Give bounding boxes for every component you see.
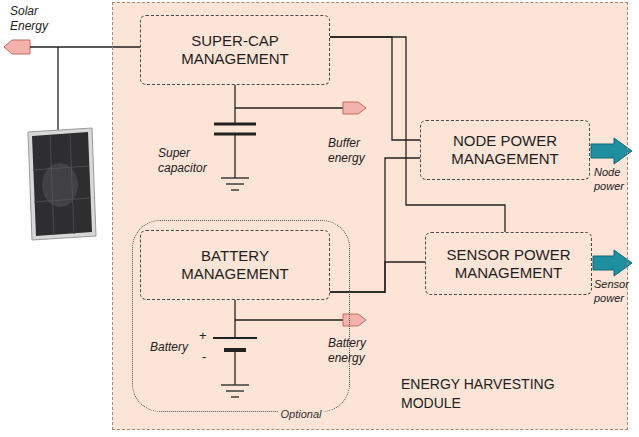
label-holder: Super capacitor xyxy=(158,146,216,176)
polarity-mark: - xyxy=(202,349,214,365)
label-holder: Sensor power xyxy=(594,278,638,306)
module-frame: ENERGY HARVESTING MODULE SUPER-CAP MANAGE… xyxy=(112,2,628,430)
polarity-mark: + xyxy=(199,328,211,344)
label-holder: Node power xyxy=(594,166,638,194)
battery-tag xyxy=(343,314,366,326)
solar-wire xyxy=(30,46,140,47)
region-label: Optional xyxy=(278,408,325,420)
process-box: NODE POWER MANAGEMENT xyxy=(420,120,590,180)
box-title: BATTERY MANAGEMENT xyxy=(151,247,319,283)
output-label: Buffer energy xyxy=(328,136,376,166)
panel-glare xyxy=(42,163,78,207)
label-holder: Battery energy xyxy=(328,336,380,366)
connector-line xyxy=(330,158,420,292)
box-title: NODE POWER MANAGEMENT xyxy=(431,132,579,168)
buffer-tag xyxy=(343,102,366,114)
text-holder: Optional xyxy=(261,404,341,422)
battery-symbol xyxy=(213,300,343,397)
solar-tag xyxy=(4,40,30,54)
node-power-arrow xyxy=(591,138,632,164)
label-holder: Buffer energy xyxy=(328,136,376,166)
output-label: Node power xyxy=(594,166,638,194)
optional-region: OptionalBATTERY MANAGEMENT xyxy=(132,220,350,412)
output-label: Sensor power xyxy=(594,278,638,306)
super-capacitor-symbol xyxy=(214,85,343,190)
panel-frame xyxy=(28,128,96,240)
label-holder: Solar Energy xyxy=(10,4,60,34)
solar-panel xyxy=(28,128,96,240)
box-title: SENSOR POWER MANAGEMENT xyxy=(436,246,581,282)
label-holder: - xyxy=(202,349,214,365)
label-holder: Battery xyxy=(150,340,205,355)
input-label: Solar Energy xyxy=(10,4,60,34)
output-label: Battery energy xyxy=(328,336,380,366)
box-title: SUPER-CAP MANAGEMENT xyxy=(151,32,319,68)
panel-cells xyxy=(32,132,92,236)
component-label: Battery xyxy=(150,340,205,355)
text-holder: ENERGY HARVESTING MODULE xyxy=(401,375,571,412)
process-box: BATTERY MANAGEMENT xyxy=(140,230,330,300)
connector-line xyxy=(330,262,425,292)
module-ground xyxy=(112,2,628,430)
sensor-power-arrow xyxy=(593,250,632,276)
process-box: SUPER-CAP MANAGEMENT xyxy=(140,15,330,85)
panel-wire xyxy=(57,47,58,130)
region-label: ENERGY HARVESTING MODULE xyxy=(401,376,555,411)
component-label: Super capacitor xyxy=(158,146,216,176)
process-box: SENSOR POWER MANAGEMENT xyxy=(425,232,592,295)
label-holder: + xyxy=(199,328,211,344)
